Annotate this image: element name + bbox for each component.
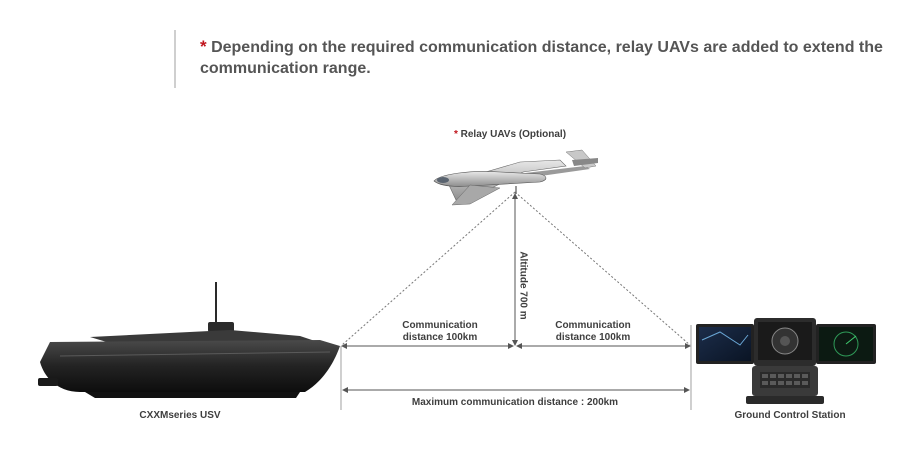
signal-line-right xyxy=(514,191,691,346)
note-asterisk: * xyxy=(200,37,207,56)
relay-asterisk: * xyxy=(453,129,458,140)
ground-control-station-icon xyxy=(696,318,876,404)
usv-boat-icon xyxy=(38,282,340,398)
signal-line-left xyxy=(341,191,516,346)
comm-distance-left-label: Communication distance 100km xyxy=(375,320,505,344)
comm-right-line2: distance 100km xyxy=(555,332,631,343)
max-distance-label: Maximum communication distance : 200km xyxy=(411,397,619,408)
signal-lines xyxy=(341,191,691,346)
usv-label: CXXMseries USV xyxy=(139,410,221,421)
comm-left-line1: Communication xyxy=(402,320,478,331)
comm-right-line1: Communication xyxy=(555,320,631,331)
uav-icon xyxy=(433,149,598,206)
gcs-label: Ground Control Station xyxy=(734,410,846,421)
note-divider xyxy=(174,30,176,88)
info-note: * Depending on the required communicatio… xyxy=(200,36,890,79)
altitude-label: Altitude 700 m xyxy=(517,251,529,320)
note-text: Depending on the required communication … xyxy=(200,39,883,77)
relay-text: Relay UAVs (Optional) xyxy=(460,129,567,140)
relay-uav-label: * Relay UAVs (Optional) xyxy=(420,129,600,141)
comm-distance-right-label: Communication distance 100km xyxy=(528,320,658,344)
comm-left-line2: distance 100km xyxy=(402,332,478,343)
